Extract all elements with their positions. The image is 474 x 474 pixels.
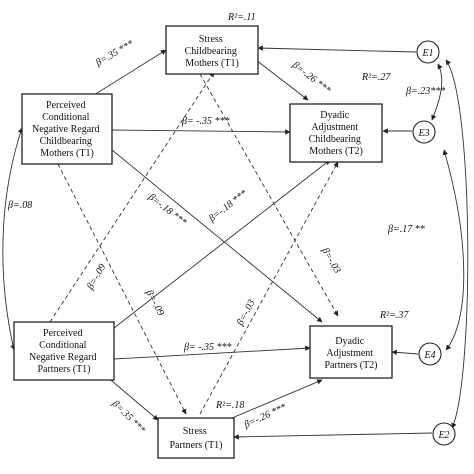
- arrow-pcnrm-to-stressp: [57, 163, 187, 415]
- box-dyadic-partners: [309, 325, 393, 379]
- error-label-e1: E1: [421, 48, 433, 59]
- error-label-e3: E3: [417, 128, 429, 139]
- error-label-e2: E2: [437, 430, 449, 441]
- box-pcnr-mothers: [21, 93, 113, 165]
- arrow-pcnrm-to-dyadp: [111, 149, 323, 323]
- arrow-pcnrp-to-stressm: [49, 71, 215, 323]
- error-circle-e3: [412, 120, 436, 144]
- text-dyadic-mothers: Dyadic Adjustment Childbearing Mothers (…: [309, 110, 364, 157]
- box-stress-partners: [157, 417, 235, 459]
- r2-stress-mothers: R²=.11: [227, 12, 256, 23]
- beta-pcnrp-stressm: β=-.09: [85, 262, 109, 292]
- error-circle-e1: [416, 40, 440, 64]
- arrow-pcnrp-to-stressp: [105, 375, 159, 421]
- beta-pcnrm-stressm: β=.35 ***: [93, 38, 136, 69]
- arrow-pcnrm-to-stressm: [93, 49, 167, 96]
- error-circle-e2: [432, 422, 456, 446]
- beta-pcnrp-dyadm: β=-.18 ***: [206, 188, 249, 225]
- covariance-e1-e3: [431, 63, 443, 121]
- beta-covariance-pcnr: β=.08: [7, 200, 32, 211]
- arrow-e4-to-dyadp: [391, 349, 419, 356]
- beta-stressm-dyadp: β=-.03: [319, 245, 343, 275]
- arrow-e1-to-stressm: [257, 45, 417, 53]
- r2-stress-partners: R²=.18: [215, 400, 244, 411]
- arrow-e2-to-stressp: [233, 432, 433, 440]
- text-dyadic-partners: Dyadic Adjustment Partners (T2): [324, 336, 377, 371]
- arrow-stressp-to-dyadp: [231, 379, 323, 419]
- r2-dyadic-partners: R²=.37: [379, 310, 409, 321]
- beta-e1-e3: β=.23***: [405, 86, 445, 97]
- covariance-pcnr: [2, 127, 24, 351]
- covariance-e2-outer: [445, 59, 469, 429]
- arrow-pcnrp-to-dyadp: [113, 345, 311, 360]
- beta-stressp-dyadp: β=-.26 ***: [242, 402, 288, 431]
- arrow-stressp-to-dyadm: [199, 161, 339, 415]
- arrow-stressm-to-dyadp: [199, 73, 339, 317]
- beta-e2-e4: β=.17 **: [387, 224, 425, 235]
- error-circle-e4: [418, 342, 442, 366]
- arrow-pcnrm-to-dyadm: [111, 129, 291, 135]
- text-pcnr-mothers: Perceived Conditional Negative Regard Ch…: [32, 100, 102, 159]
- arrow-stressm-to-dyadm: [255, 59, 309, 101]
- beta-pcnrp-dyadp: β= -.35 ***: [183, 342, 232, 353]
- r2-dyadic-mothers: R²=.27: [361, 72, 391, 83]
- arrow-pcnrp-to-dyadm: [113, 159, 331, 329]
- error-label-e4: E4: [423, 350, 435, 361]
- covariance-e2-e4: [442, 149, 465, 351]
- beta-pcnrp-stressp: β=.35 ***: [109, 398, 147, 436]
- text-stress-mothers: Stress Childbearing Mothers (T1): [185, 34, 240, 69]
- beta-stressp-dyadm: β=-.03: [234, 298, 257, 328]
- beta-pcnrm-dyadm: β= -.35 ***: [181, 116, 230, 127]
- text-pcnr-partners: Perceived Conditional Negative Regard Pa…: [29, 328, 99, 375]
- text-stress-partners: Stress Partners (T1): [169, 426, 222, 451]
- box-dyadic-mothers: [289, 103, 383, 163]
- box-stress-mothers: [165, 25, 259, 75]
- beta-pcnrm-dyadp: β=-.18 ***: [145, 191, 188, 228]
- box-pcnr-partners: [13, 321, 115, 381]
